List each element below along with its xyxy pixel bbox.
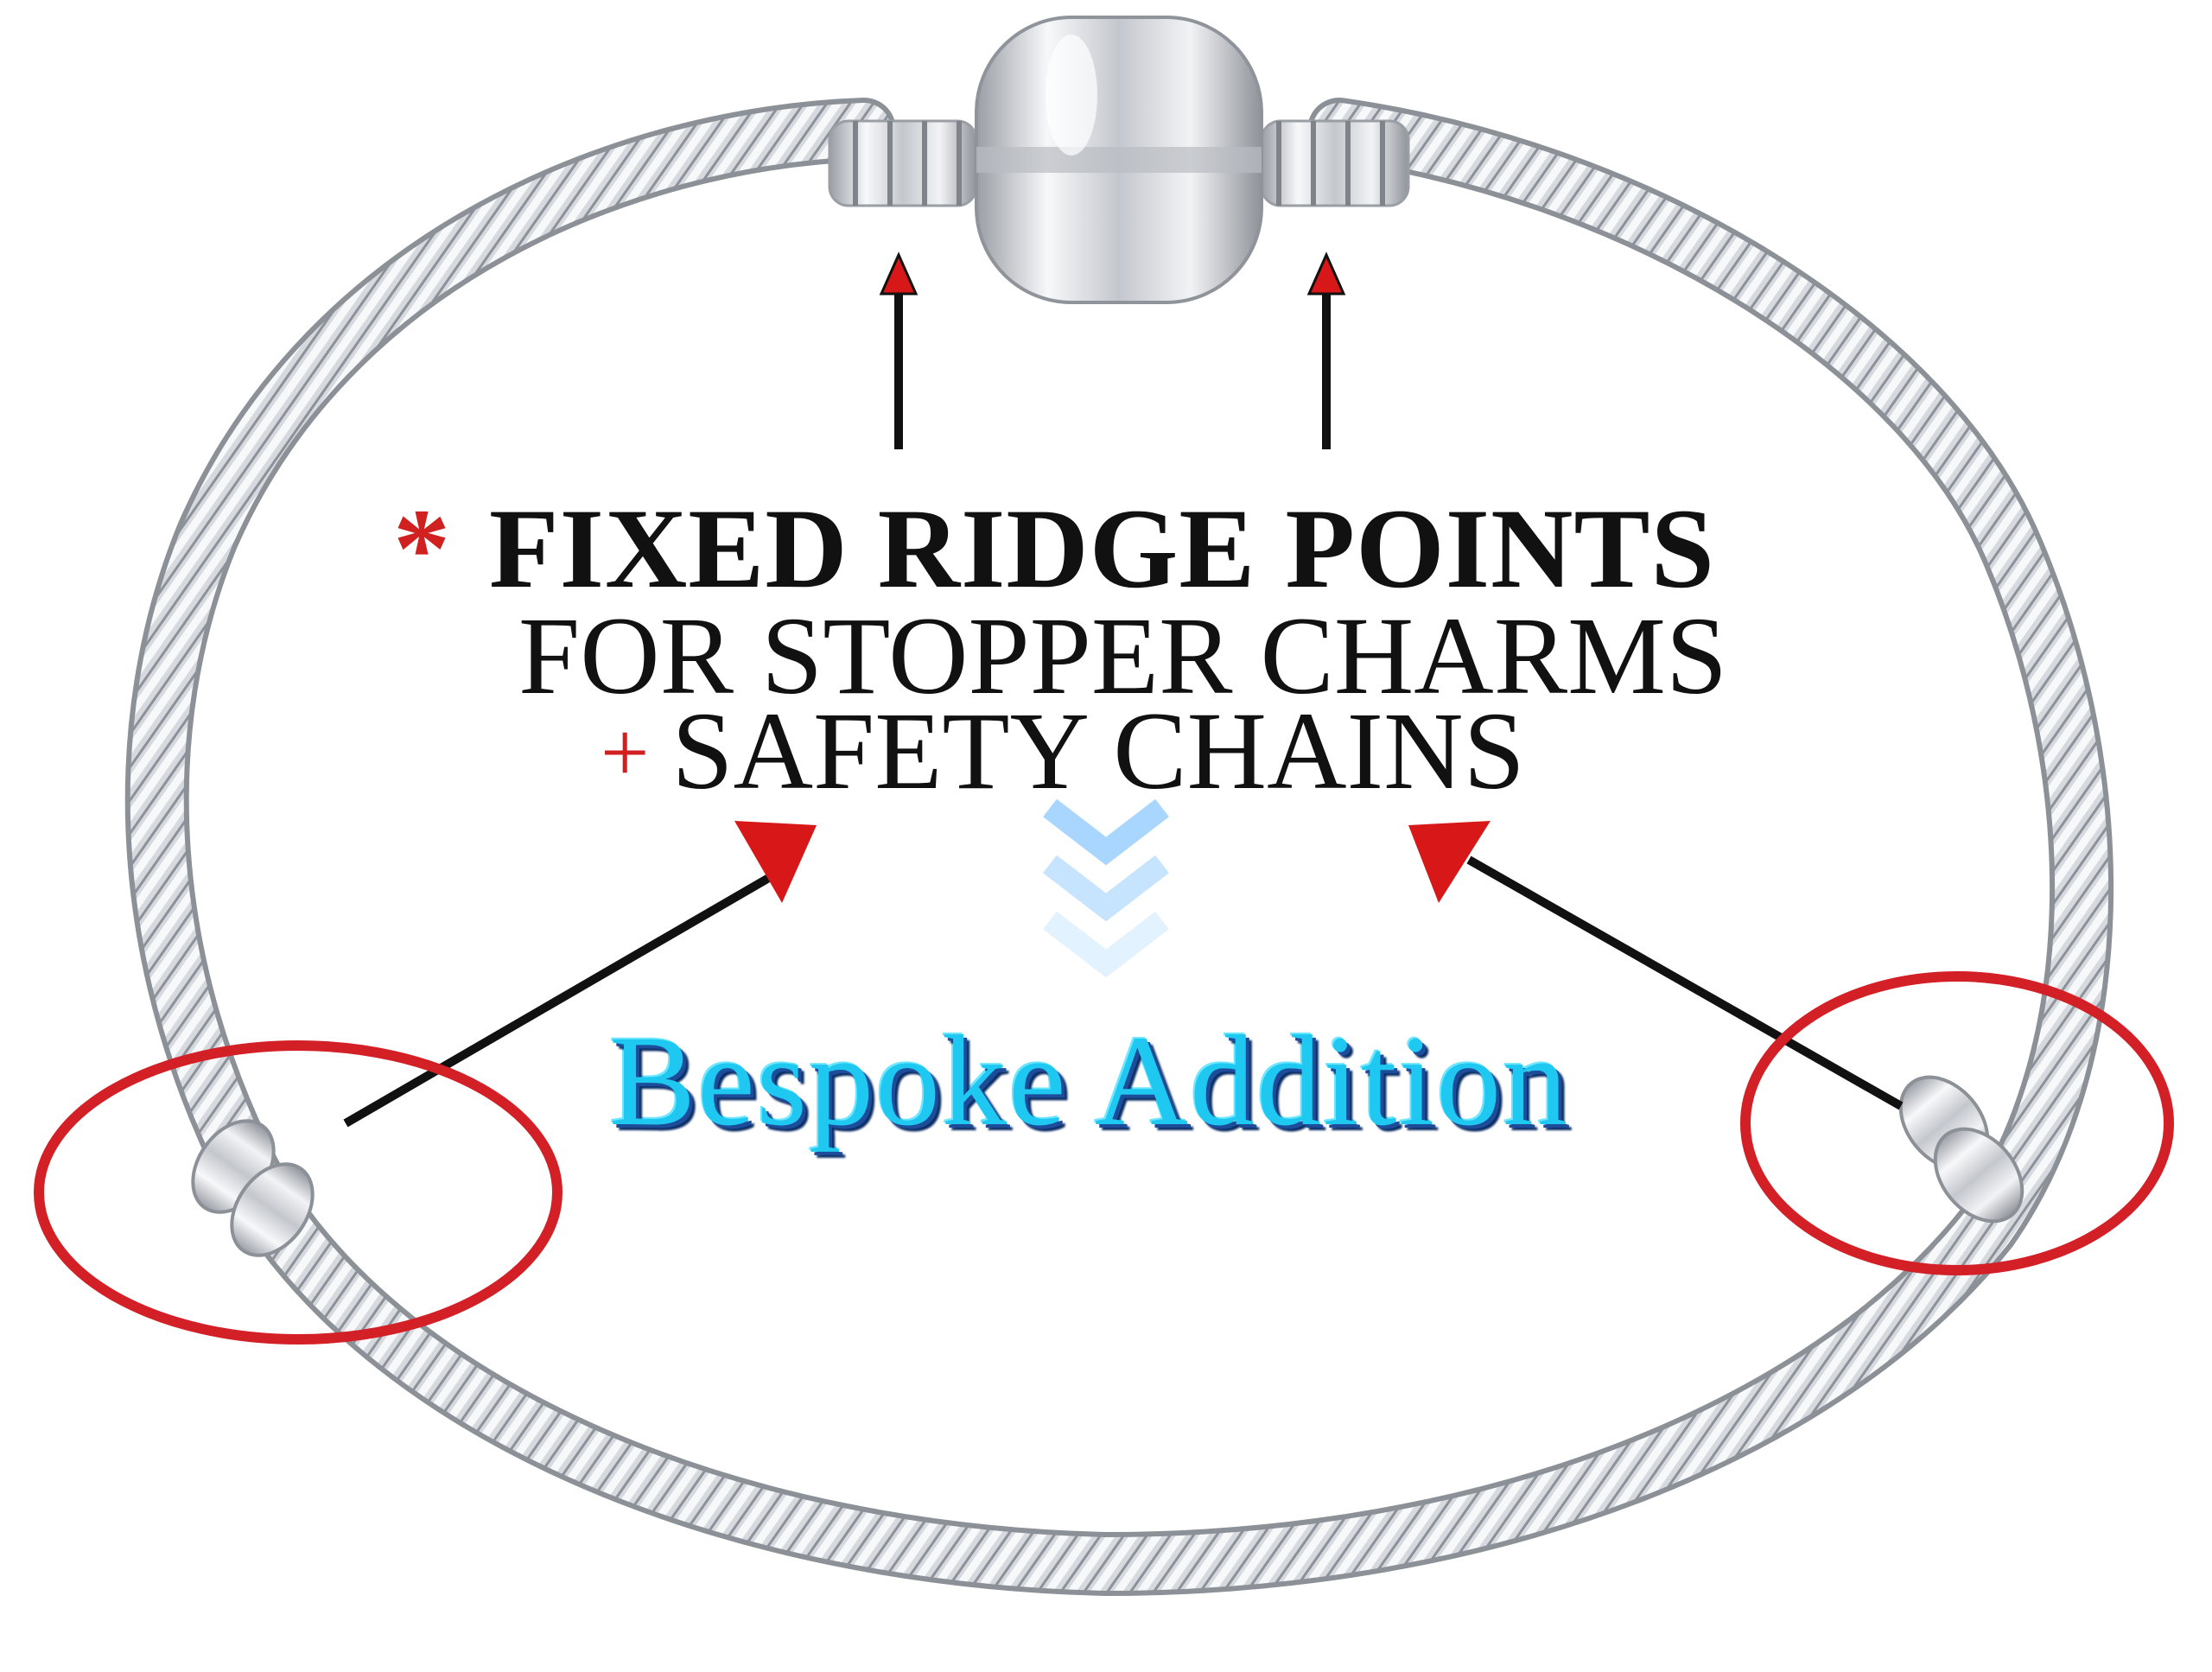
right-pointer-arrow xyxy=(1408,821,1904,1110)
safety-chains-text: SAFETY CHAINS xyxy=(671,690,1525,812)
threaded-end-left xyxy=(828,119,978,207)
threaded-end-right xyxy=(1260,119,1410,207)
up-arrow-icon xyxy=(1306,251,1346,449)
asterisk-icon: * xyxy=(393,485,451,612)
ridge-ring-left xyxy=(191,1119,315,1257)
headline-label: * FIXED RIDGE POINTS xyxy=(393,482,1715,614)
snake-chain xyxy=(124,98,2114,1597)
highlight-circle xyxy=(34,1040,563,1345)
plus-icon: + xyxy=(601,704,650,800)
bespoke-addition-label: Bespoke Addition xyxy=(609,1009,1570,1153)
headline-text: FIXED RIDGE POINTS xyxy=(489,485,1715,612)
highlight-circle xyxy=(1740,971,2174,1275)
left-pointer-arrow xyxy=(343,821,817,1128)
text-backdrop xyxy=(380,484,1780,795)
down-chevron-icon xyxy=(1043,798,1169,978)
barrel-clasp xyxy=(975,16,1263,304)
up-arrow-icon xyxy=(879,251,918,449)
safety-chains-label: +SAFETY CHAINS xyxy=(601,688,1525,815)
stopper-charms-label: FOR STOPPER CHARMS xyxy=(518,594,1728,717)
ridge-ring-right xyxy=(1898,1075,2024,1224)
